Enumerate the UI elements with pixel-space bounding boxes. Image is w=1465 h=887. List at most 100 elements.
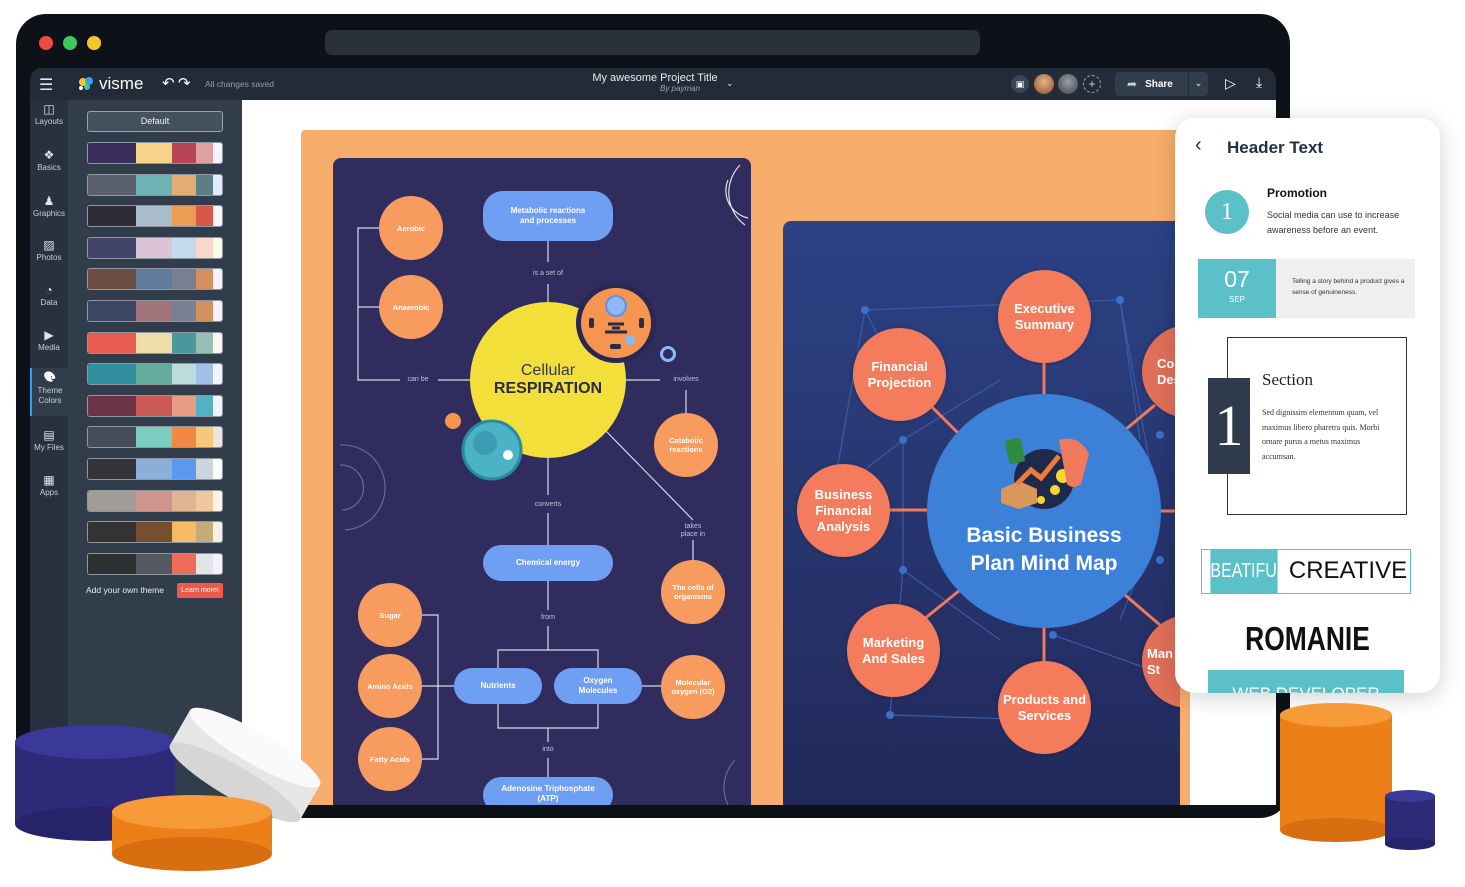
palette-swatch <box>88 174 136 195</box>
molecular-oxygen-node[interactable]: Molecular oxygen (O2) <box>661 655 725 719</box>
atp-node[interactable]: Adenosine Triphosphate (ATP) <box>483 777 613 805</box>
theme-palette[interactable] <box>87 426 223 449</box>
romanie-text[interactable]: ROMANIE <box>1245 620 1370 657</box>
palette-swatch <box>136 237 172 258</box>
play-icon[interactable]: ▷ <box>1225 75 1236 91</box>
rail-item-data[interactable]: ◔Data <box>30 283 68 308</box>
section-title: Section <box>1262 370 1313 389</box>
share-dropdown-chevron-icon[interactable]: ⌄ <box>1188 72 1208 96</box>
cells-node[interactable]: The cells of organisms <box>661 560 725 624</box>
date-month: SEP <box>1228 295 1245 304</box>
cell-illustration-icon <box>576 283 656 363</box>
edge-label: can be <box>407 376 429 383</box>
learn-more-button[interactable]: Learn more! <box>177 583 223 598</box>
theme-palette[interactable] <box>87 489 223 512</box>
close-window-dot[interactable] <box>39 36 53 50</box>
rail-item-apps[interactable]: ▦Apps <box>30 473 68 498</box>
anaerobic-node[interactable]: Anaerobic <box>379 275 443 339</box>
redo-icon[interactable]: ↷ <box>178 75 191 92</box>
rail-item-photos[interactable]: ▨Photos <box>30 238 68 263</box>
add-collaborator-icon[interactable]: + <box>1083 75 1101 93</box>
hamburger-menu-icon[interactable]: ☰ <box>39 77 54 94</box>
edge-label: involves <box>673 376 699 383</box>
avatar[interactable] <box>1058 74 1078 94</box>
palette-swatch <box>88 395 136 416</box>
comments-icon[interactable]: ▣ <box>1011 75 1029 93</box>
amino-acids-node[interactable]: Amino Acids <box>358 654 422 718</box>
project-title[interactable]: My awesome Project Title <box>592 72 718 84</box>
marketing-sales-node[interactable]: Marketing And Sales <box>847 604 940 697</box>
theme-palette[interactable] <box>87 458 223 480</box>
palette-swatch <box>136 332 172 353</box>
date-widget[interactable]: 07 SEP Telling a story behind a product … <box>1198 259 1415 318</box>
palette-swatch <box>196 174 213 195</box>
download-icon[interactable]: ⤓ <box>1256 74 1263 90</box>
maximize-window-dot[interactable] <box>63 36 77 50</box>
catabolic-node[interactable]: Catabolic reactions <box>654 413 718 477</box>
theme-palette[interactable] <box>87 205 223 228</box>
theme-palette[interactable] <box>87 552 223 575</box>
web-developer-banner[interactable]: WEB DEVELOPER <box>1208 670 1404 693</box>
beautiful-creative-widget[interactable]: BEATIFUL CREATIVE <box>1201 549 1411 594</box>
undo-icon[interactable]: ↶ <box>162 75 175 92</box>
metabolic-node[interactable]: Metabolic reactions and processes <box>483 191 613 241</box>
minimize-window-dot[interactable] <box>87 36 101 50</box>
aerobic-node[interactable]: Aerobic <box>379 196 443 260</box>
palette-swatch <box>172 427 196 448</box>
theme-palette[interactable] <box>87 142 223 164</box>
address-bar[interactable] <box>325 30 980 55</box>
rail-item-my-files[interactable]: ▤My Files <box>30 428 68 453</box>
theme-palette[interactable] <box>87 236 223 259</box>
products-services-node[interactable]: Products and Services <box>998 661 1091 754</box>
oxygen-molecules-node[interactable]: Oxygen Molecules <box>554 668 642 704</box>
nutrients-node[interactable]: Nutrients <box>454 668 542 704</box>
palette-swatch <box>136 143 172 163</box>
theme-palette[interactable] <box>87 363 223 386</box>
palette-swatch <box>196 364 213 385</box>
promotion-body[interactable]: Social media can use to increase awarene… <box>1267 210 1400 235</box>
palette-swatch <box>196 269 213 290</box>
rail-item-theme-colors[interactable]: 🎨Theme Colors <box>30 368 68 416</box>
palette-swatch <box>213 143 222 163</box>
layout-icon: ◫ <box>43 102 55 116</box>
theme-palette[interactable] <box>87 300 223 322</box>
rail-item-graphics[interactable]: ♟Graphics <box>30 194 68 219</box>
financial-projection-node[interactable]: Financial Projection <box>853 328 946 421</box>
back-chevron-icon[interactable]: ‹ <box>1195 134 1202 156</box>
edge-label: is a set of <box>533 270 563 277</box>
rail-item-media[interactable]: ▶Media <box>30 328 68 353</box>
chemical-energy-node[interactable]: Chemical energy <box>483 545 613 581</box>
palette-swatch <box>213 522 222 543</box>
sugar-node[interactable]: Sugar <box>358 583 422 647</box>
project-title-block[interactable]: My awesome Project Title By payman <box>560 72 750 93</box>
palette-swatch <box>196 553 213 574</box>
theme-palette[interactable] <box>87 521 223 544</box>
theme-palette[interactable] <box>87 268 223 291</box>
palette-swatch <box>88 427 136 448</box>
executive-summary-node[interactable]: Executive Summary <box>998 270 1091 363</box>
rail-item-layouts[interactable]: ◫Layouts <box>30 102 68 127</box>
share-button[interactable]: ➦ Share ⌄ <box>1115 72 1208 96</box>
fatty-acids-node[interactable]: Fatty Acids <box>358 727 422 791</box>
visme-logo[interactable]: visme <box>78 74 143 94</box>
palette-swatch <box>136 427 172 448</box>
default-theme-button[interactable]: Default <box>87 111 223 132</box>
business-center-node[interactable]: Basic Business Plan Mind Map <box>927 394 1161 628</box>
promotion-title[interactable]: Promotion <box>1267 186 1327 200</box>
theme-palette[interactable] <box>87 331 223 354</box>
center-title-line2: RESPIRATION <box>493 380 603 397</box>
widgets-preview-panel: ‹ Header Text 1 Promotion Social media c… <box>1175 118 1440 693</box>
header-text[interactable]: Header Text <box>1227 138 1324 157</box>
financial-analysis-node[interactable]: Business Financial Analysis <box>797 464 890 557</box>
theme-palette[interactable] <box>87 173 223 196</box>
avatar[interactable] <box>1034 74 1054 94</box>
navy-cylinder-right <box>1385 790 1435 850</box>
title-chevron-down-icon[interactable]: ⌄ <box>726 78 734 88</box>
palette-swatch <box>213 490 222 511</box>
theme-palette[interactable] <box>87 394 223 417</box>
rail-item-basics[interactable]: ❖Basics <box>30 148 68 173</box>
palette-swatch <box>88 237 136 258</box>
palette-swatch <box>196 459 213 479</box>
